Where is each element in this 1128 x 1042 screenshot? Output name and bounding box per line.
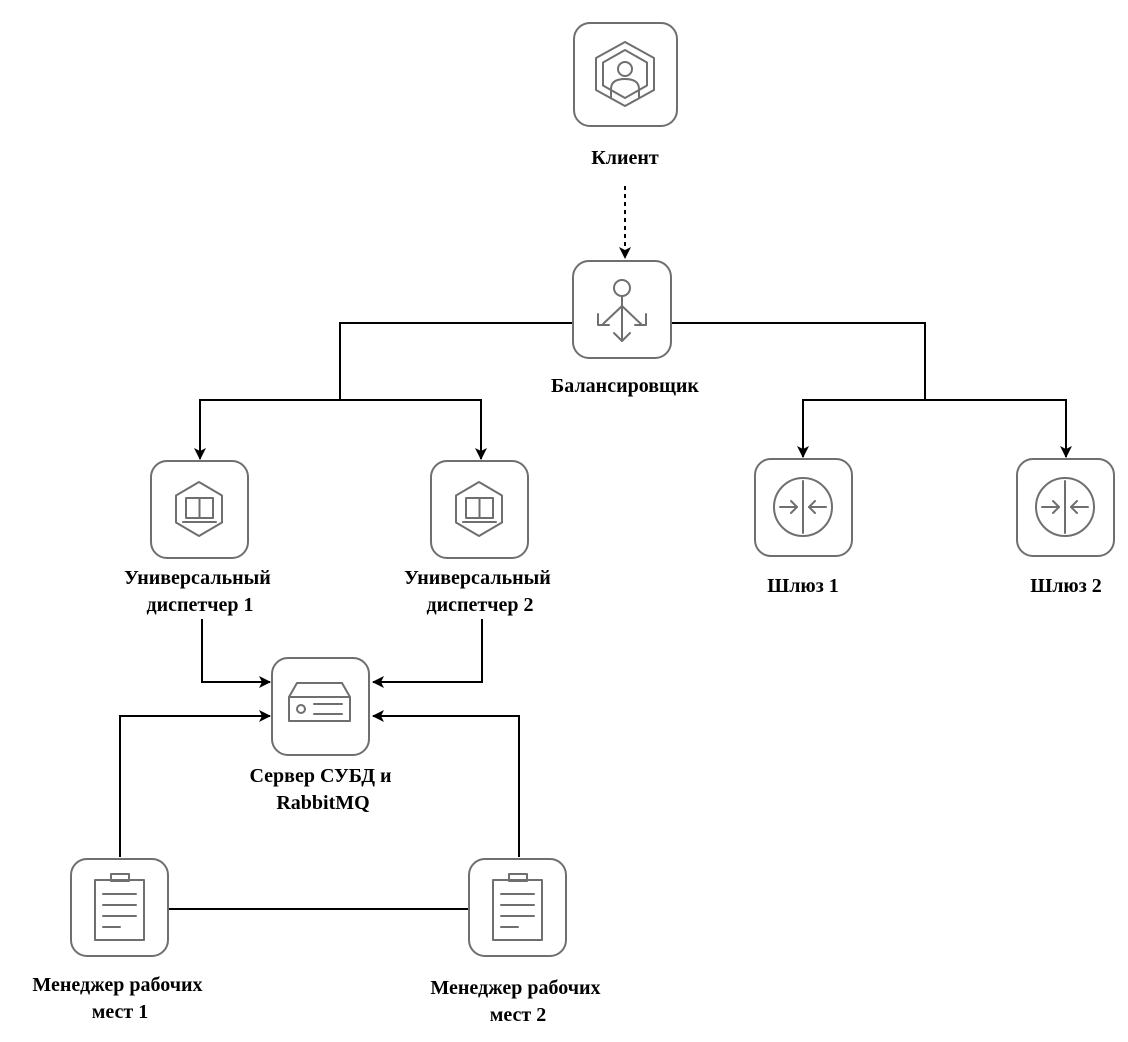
user-hexagon-icon <box>595 41 655 107</box>
client-label: Клиент <box>591 147 659 169</box>
service-hexagon-icon <box>455 481 503 537</box>
router-icon <box>773 477 833 537</box>
node-gateway1[interactable]: Шлюз 1 <box>754 458 853 597</box>
node-client[interactable]: Клиент <box>573 22 678 169</box>
edge-balancer-dispatcher1 <box>194 399 340 460</box>
edge-balancer-dispatchers-trunk <box>339 322 573 400</box>
node-gateway2[interactable]: Шлюз 2 <box>1016 458 1115 597</box>
edge-manager2-db <box>372 710 520 857</box>
service-hexagon-icon <box>175 481 223 537</box>
node-balancer[interactable]: Балансировщик <box>551 260 699 397</box>
connectors <box>119 186 1072 910</box>
balancer-label: Балансировщик <box>551 375 699 397</box>
edge-balancer-gateway2 <box>925 399 1072 458</box>
manager1-label: Менеджер рабочих мест 1 <box>32 974 207 1023</box>
edge-dispatcher1-db <box>201 619 271 688</box>
load-balancer-icon <box>597 279 647 342</box>
edge-balancer-gateway1 <box>797 399 925 458</box>
manager2-label: Менеджер рабочих мест 2 <box>430 977 605 1026</box>
edge-balancer-dispatcher2 <box>340 399 487 460</box>
node-manager2[interactable]: Менеджер рабочих мест 2 <box>430 858 605 1026</box>
router-icon <box>1035 477 1095 537</box>
node-db-server[interactable]: Сервер СУБД и RabbitMQ <box>249 657 396 814</box>
edge-manager1-db <box>119 710 271 857</box>
dispatcher2-label: Универсальный диспетчер 2 <box>404 567 556 616</box>
node-dispatcher1[interactable]: Универсальный диспетчер 1 <box>124 460 276 616</box>
node-dispatcher2[interactable]: Универсальный диспетчер 2 <box>404 460 556 616</box>
node-manager1[interactable]: Менеджер рабочих мест 1 <box>32 858 207 1023</box>
edge-balancer-gateways-trunk <box>672 322 926 400</box>
dispatcher1-label: Универсальный диспетчер 1 <box>124 567 276 616</box>
gateway1-label: Шлюз 1 <box>767 575 839 597</box>
clipboard-icon <box>94 873 145 941</box>
gateway2-label: Шлюз 2 <box>1030 575 1102 597</box>
edge-dispatcher2-db <box>372 619 483 688</box>
server-icon <box>288 682 351 722</box>
clipboard-icon <box>492 873 543 941</box>
db-server-label: Сервер СУБД и RabbitMQ <box>249 765 396 814</box>
